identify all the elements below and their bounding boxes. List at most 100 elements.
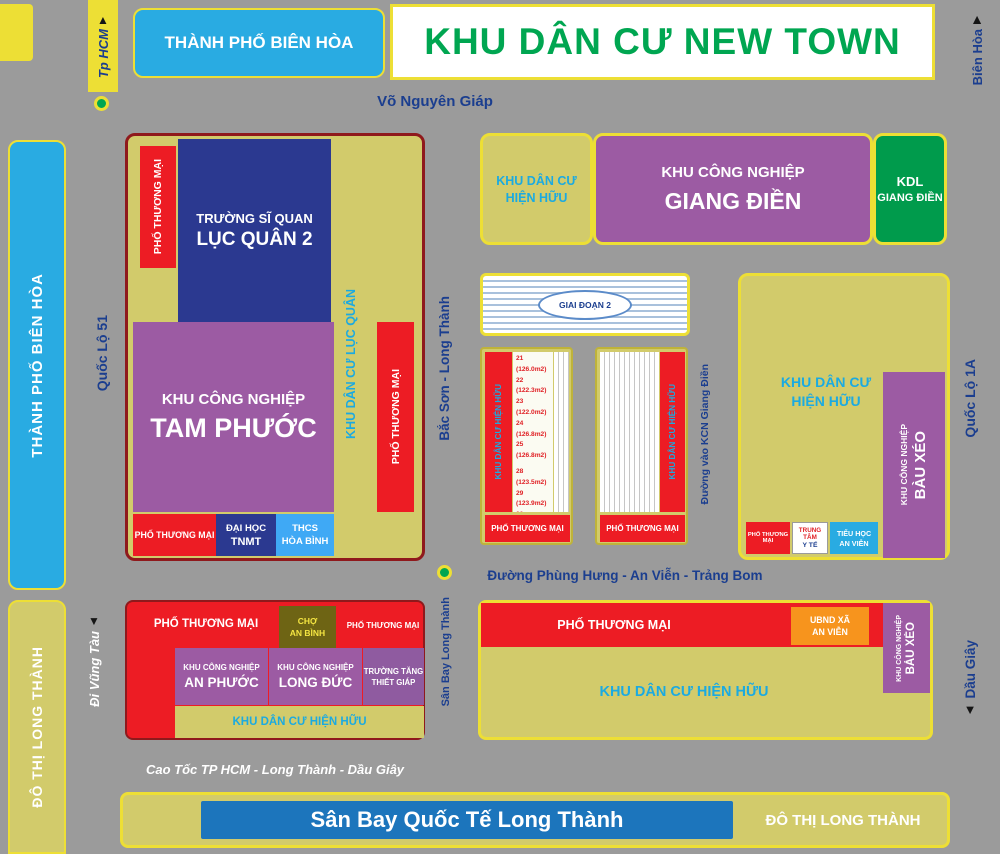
map-title-block: KHU DÂN CƯ NEW TOWN <box>390 4 935 80</box>
zone-lot-block-a: KHU DÂN CƯ HIỆN HỮU 21 (126.0m2) 22 (122… <box>480 347 573 545</box>
zone-label-line1: UBND XÃ <box>809 615 851 625</box>
zone-label-line2: BÀU XÉO <box>905 621 917 675</box>
zone-bau-xeo-block: KHU DÂN CƯ HIỆN HỮU KHU CÔNG NGHIỆP BÀU … <box>738 273 950 560</box>
lot-row: 29 (123.9m2) <box>516 489 547 508</box>
zone-ubnd-xa-an-vien: UBND XÃ AN VIỄN <box>791 607 869 645</box>
zone-kcn-giang-dien: KHU CÔNG NGHIỆP GIANG ĐIỀN <box>593 133 873 245</box>
road-label-bac-son: Bắc Sơn - Long Thành <box>430 266 458 471</box>
zone-label-line1: KHU DÂN CƯ <box>496 173 577 188</box>
zone-san-bay-quoc-te: Sân Bay Quốc Tế Long Thành <box>201 801 733 839</box>
zone-kcn-long-duc: KHU CÔNG NGHIỆP LONG ĐỨC <box>269 648 362 705</box>
zone-label-line1: KHU CÔNG NGHIỆP <box>277 663 354 672</box>
road-label-cao-toc: Cao Tốc TP HCM - Long Thành - Dầu Giây <box>120 758 430 780</box>
zone-label-line1: KHU CÔNG NGHIỆP <box>899 424 909 506</box>
zone-label-line1: ĐẠI HỌC <box>225 522 267 534</box>
road-label-dau-giay: Dầu Giây ▼ <box>953 618 987 738</box>
zone-an-phuoc-block: PHỐ THƯƠNG MẠI CHỢ AN BÌNH PHỐ THƯƠNG MẠ… <box>125 600 425 740</box>
zone-label-line2: HIỆN HỮU <box>791 393 861 409</box>
road-label-text: Sân Bay Long Thành <box>440 597 452 707</box>
road-bien-hoa-ne: ▲ Biên Hòa <box>958 6 996 92</box>
lot-row: 24 (126.8m2) <box>516 419 547 438</box>
strip-pho-thuong-mai-2: PHỐ THƯƠNG MẠI <box>341 614 425 636</box>
zone-label: ĐÔ THỊ LONG THÀNH <box>29 646 45 808</box>
arrow-up-icon: ▲ <box>97 12 109 27</box>
strip-label: PHỐ THƯƠNG MẠI <box>152 159 164 255</box>
road-label-text: Dầu Giây <box>962 639 978 699</box>
zone-label-line2: AN VIỄN <box>839 538 869 548</box>
strip-pho-thuong-mai: PHỐ THƯƠNG MẠI <box>600 515 685 542</box>
strip-label: PHỐ THƯƠNG MẠI <box>389 369 402 465</box>
zone-thanh-pho-bien-hoa-top: THÀNH PHỐ BIÊN HÒA <box>133 8 385 78</box>
road-label-duong-vao-kcn: Đường vào KCN Giang Điền <box>692 352 718 517</box>
zone-label-line1: KHU CÔNG NGHIỆP <box>183 663 260 672</box>
zone-an-vien-block: PHỐ THƯƠNG MẠI UBND XÃ AN VIỄN KHU CÔNG … <box>478 600 933 740</box>
strip-label: KHU DÂN CƯ HIỆN HỮU <box>668 384 677 480</box>
zone-label: KHU DÂN CƯ HIỆN HỮU <box>599 684 769 700</box>
road-label-quoc-lo-51: Quốc Lộ 51 <box>84 283 120 423</box>
zone-do-thi-long-thanh-label: ĐÔ THỊ LONG THÀNH <box>743 795 943 845</box>
lot-row: 28 (123.5m2) <box>516 467 547 486</box>
zone-kdl-giang-dien: KDL GIANG ĐIỀN <box>873 133 947 245</box>
road-label-phung-hung: Đường Phùng Hưng - An Viễn - Trảng Bom <box>455 564 795 586</box>
lot-number-list: 21 (126.0m2) 22 (122.3m2) 23 (122.0m2) 2… <box>513 352 553 512</box>
zone-label-line2: TNMT <box>230 535 262 548</box>
zone-label-line2: AN BÌNH <box>289 628 326 638</box>
map-title: KHU DÂN CƯ NEW TOWN <box>424 21 901 62</box>
strip-label: PHỐ THƯƠNG MẠI <box>606 524 679 533</box>
zone-label-line1: CHỢ <box>297 616 318 626</box>
road-label-di-vung-tau: ▼ Đi Vũng Tàu <box>78 596 110 726</box>
zone-kdc-hien-huu-ne: KHU DÂN CƯ HIỆN HỮU <box>480 133 593 245</box>
zone-label: THÀNH PHỐ BIÊN HÒA <box>164 33 354 52</box>
road-label-text: Đường Phùng Hưng - An Viễn - Trảng Bom <box>487 567 763 583</box>
zone-kcn-an-phuoc: KHU CÔNG NGHIỆP AN PHƯỚC <box>175 648 268 705</box>
strip-label: PHỐ THƯƠNG MẠI <box>491 524 564 533</box>
zone-tieu-hoc-an-vien: TIỂU HỌC AN VIỄN <box>830 522 878 554</box>
zone-label-line2: BÀU XÉO <box>912 430 929 500</box>
strip-label: PHỐ THƯƠNG MẠI <box>747 532 789 544</box>
strip-pho-thuong-mai-1: PHỐ THƯƠNG MẠI <box>135 608 277 640</box>
lot-row: 25 (126.8m2) <box>516 441 547 460</box>
zone-kdc-hien-huu-label: KHU DÂN CƯ HIỆN HỮU <box>481 647 887 737</box>
lot-row: 30 (124.3m2) <box>516 510 553 512</box>
roundabout-icon <box>437 565 452 580</box>
zone-label-line1: KHU CÔNG NGHIỆP <box>661 163 805 181</box>
zone-label-line2: Y TẾ <box>802 542 818 549</box>
arrow-up-icon: ▲ <box>970 11 984 28</box>
strip-pho-thuong-mai-s: PHỐ THƯƠNG MẠI <box>133 514 216 556</box>
lot-row: 23 (122.0m2) <box>516 398 547 416</box>
roundabout-icon <box>94 96 109 111</box>
zone-label-line1: KHU CÔNG NGHIỆP <box>896 614 903 682</box>
lot-hatch-area <box>554 352 569 512</box>
zone-lot-block-b: KHU DÂN CƯ HIỆN HỮU PHỐ THƯƠNG MẠI <box>595 347 688 545</box>
zone-label-line2: AN PHƯỚC <box>184 675 259 690</box>
zone-label-line2: HÒA BÌNH <box>281 536 329 547</box>
zone-truong-tang-thiet-giap: TRƯỜNG TĂNG THIẾT GIÁP <box>363 648 424 705</box>
road-label-text: Cao Tốc TP HCM - Long Thành - Dầu Giây <box>145 761 405 777</box>
lot-row: 22 (122.3m2) <box>516 376 547 395</box>
road-label-text: Đường vào KCN Giang Điền <box>699 364 711 505</box>
arrow-down-icon: ▼ <box>88 614 100 629</box>
road-label-text: Đi Vũng Tàu <box>86 631 102 707</box>
zone-label-line2: AN VIỄN <box>812 627 848 637</box>
zone-kcn-bau-xeo-se: KHU CÔNG NGHIỆP BÀU XÉO <box>883 603 930 693</box>
zone-label-line1: TRƯỜNG TĂNG <box>363 666 424 676</box>
zone-label-line2: GIANG ĐIỀN <box>664 187 802 214</box>
zone-label-line2: TAM PHƯỚC <box>150 412 317 443</box>
strip-label: KHU DÂN CƯ HIỆN HỮU <box>232 716 367 728</box>
road-label-quoc-lo-1a: Quốc Lộ 1A <box>953 338 987 458</box>
road-label-tp-hcm: Tp HCM <box>95 28 111 79</box>
zone-label-line1: KDL <box>896 174 924 189</box>
zone-label: KHU DÂN CƯ LỤC QUÂN <box>344 289 358 439</box>
zone-label: THÀNH PHỐ BIÊN HÒA <box>28 272 46 458</box>
zone-kdc-hien-huu-label: KHU DÂN CƯ HIỆN HỮU <box>756 364 896 419</box>
strip-label: KHU DÂN CƯ HIỆN HỮU <box>494 384 503 480</box>
zone-kcn-tam-phuoc: KHU CÔNG NGHIỆP TAM PHƯỚC <box>133 322 334 512</box>
zone-label-line1: TIỂU HỌC <box>836 528 872 538</box>
strip-pho-thuong-mai: PHỐ THƯƠNG MẠI <box>485 515 570 542</box>
zone-label-line2: HIỆN HỮU <box>505 190 568 205</box>
phase2-oval: GIAI ĐOẠN 2 <box>538 289 632 320</box>
zone-label-line1: KHU CÔNG NGHIỆP <box>161 390 306 408</box>
zone-kdc-luc-quan-label: KHU DÂN CƯ LỤC QUÂN <box>336 264 366 464</box>
road-corner-top-left <box>0 4 33 61</box>
